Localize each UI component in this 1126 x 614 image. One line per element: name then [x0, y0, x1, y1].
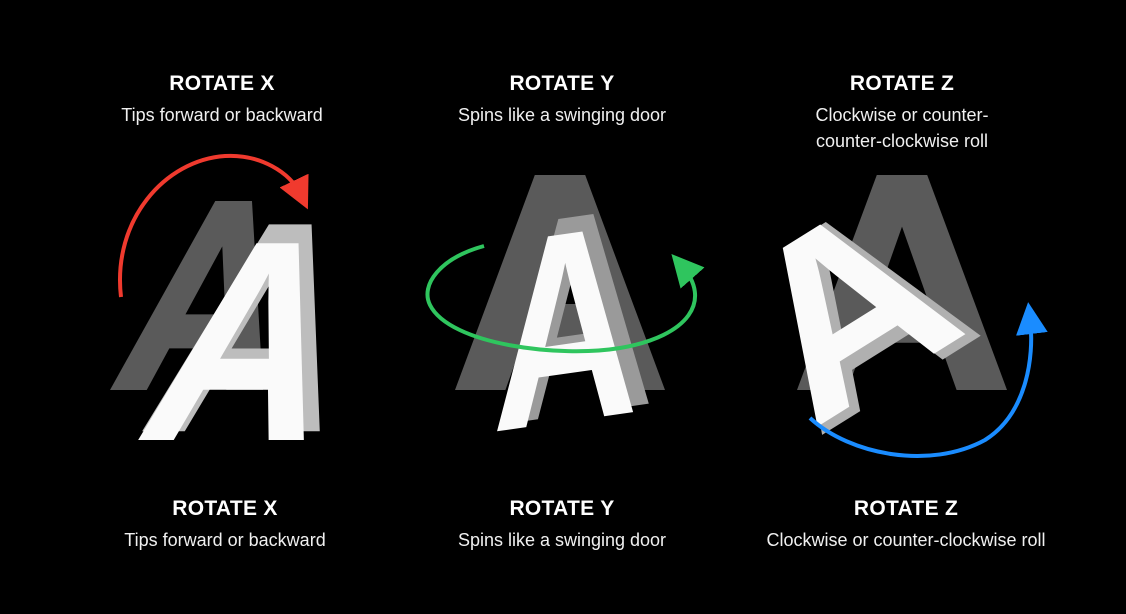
rotate-y-figure: A: [425, 166, 705, 491]
title: ROTATE Z: [853, 497, 959, 520]
rotate-z-arrow-icon: [808, 302, 1048, 458]
top-label-rotate-y: ROTATE Y Spins like a swinging door: [392, 72, 732, 128]
rotate-y-arrow-icon: [425, 244, 705, 354]
rotated-letter-a: A: [693, 141, 999, 475]
bottom-label-rotate-y: ROTATE Y Spins like a swinging door: [392, 497, 732, 553]
subtitle-line-2: counter-clockwise roll: [815, 131, 989, 151]
rotated-letter-a: A: [492, 166, 638, 491]
top-label-rotate-x: ROTATE X Tips forward or backward: [52, 72, 392, 128]
bottom-label-rotate-z: ROTATE Z Clockwise or counter-clockwise …: [706, 497, 1106, 553]
rotate-z-figure: A: [693, 141, 1048, 475]
bottom-label-rotate-x: ROTATE X Tips forward or backward: [55, 497, 395, 553]
subtitle: Spins like a swinging door: [457, 530, 667, 550]
title: ROTATE X: [169, 72, 275, 95]
title: ROTATE Y: [509, 72, 615, 95]
rotate-x-arrow-icon: [118, 153, 309, 298]
rotate-x-figure: A: [110, 153, 385, 501]
subtitle: Clockwise or counter-: [815, 105, 989, 125]
title: ROTATE Y: [509, 497, 615, 520]
subtitle: Tips forward or backward: [121, 105, 323, 125]
subtitle: Clockwise or counter-clockwise roll: [766, 530, 1046, 550]
subtitle: Spins like a swinging door: [457, 105, 667, 125]
title: ROTATE Z: [849, 72, 955, 95]
top-label-rotate-z: ROTATE Z Clockwise or counter- counter-c…: [732, 72, 1072, 154]
title: ROTATE X: [172, 497, 278, 520]
subtitle: Tips forward or backward: [124, 530, 326, 550]
